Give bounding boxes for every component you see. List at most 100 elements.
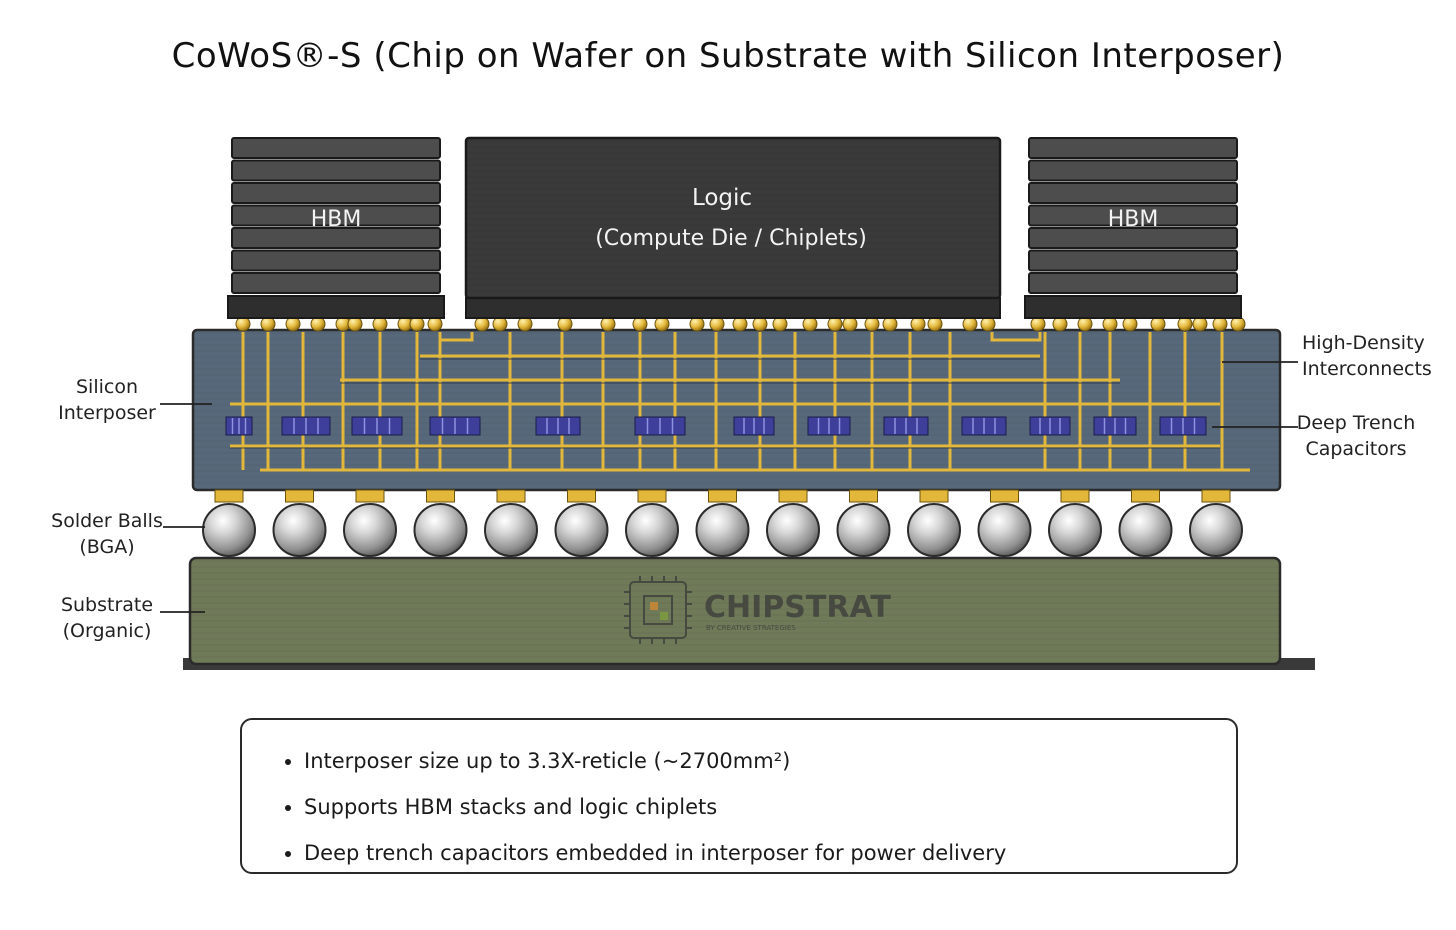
hbm-layer <box>231 159 441 182</box>
deep-trench-capacitors <box>225 416 1207 436</box>
bga-pad <box>708 489 737 503</box>
micro-bump <box>1052 316 1068 332</box>
micro-bump <box>285 316 301 332</box>
micro-bump <box>1150 316 1166 332</box>
high-density-interconnect-traces <box>230 332 1250 472</box>
micro-bump <box>1077 316 1093 332</box>
label-substrate: Substrate (Organic) <box>50 592 164 644</box>
hbm-layer <box>231 227 441 249</box>
micro-bump <box>1102 316 1118 332</box>
label-deep-trench-line2: Capacitors <box>1305 438 1407 460</box>
bga-pad <box>567 489 596 503</box>
bga-pad <box>496 489 526 503</box>
micro-bump <box>962 316 978 332</box>
label-silicon-interposer-line1: Silicon <box>75 376 138 398</box>
micro-bump <box>517 316 533 332</box>
solder-ball-array <box>202 503 1243 557</box>
micro-bump <box>752 316 768 332</box>
solder-ball <box>907 503 961 557</box>
chipstrat-watermark: CHIPSTRAT BY CREATIVE STRATEGIES <box>624 576 891 644</box>
micro-bump <box>260 316 276 332</box>
micro-bump <box>1177 316 1193 332</box>
label-solder-balls: Solder Balls (BGA) <box>40 508 174 560</box>
bga-pad <box>990 489 1019 503</box>
solder-ball <box>343 503 397 557</box>
micro-bump <box>310 316 326 332</box>
bga-pad <box>1201 489 1231 503</box>
micro-bump <box>474 316 490 332</box>
micro-bump <box>492 316 508 332</box>
micro-bump <box>927 316 943 332</box>
label-deep-trench-line1: Deep Trench <box>1296 412 1416 434</box>
hbm-layer <box>231 182 441 204</box>
watermark-tagline: BY CREATIVE STRATEGIES <box>706 624 796 632</box>
micro-bump <box>980 316 996 332</box>
label-silicon-interposer-line2: Interposer <box>58 402 156 424</box>
solder-ball <box>413 503 468 557</box>
micro-bump <box>864 316 880 332</box>
solder-ball <box>766 503 820 557</box>
micro-bump <box>732 316 748 332</box>
micro-bump <box>802 316 818 332</box>
bga-pad <box>214 489 244 503</box>
label-substrate-line2: (Organic) <box>62 620 152 642</box>
hbm-layer <box>1028 227 1238 249</box>
bga-pad <box>355 489 385 503</box>
hbm-layer <box>231 272 441 294</box>
solder-ball <box>202 503 256 557</box>
micro-bump <box>557 316 573 332</box>
hbm-layer <box>231 204 441 227</box>
micro-bump <box>1122 316 1138 332</box>
note-item: Deep trench capacitors embedded in inter… <box>304 830 1206 876</box>
micro-bump <box>600 316 616 332</box>
label-high-density-interconnects: High-Density Interconnects <box>1302 330 1432 382</box>
micro-bump <box>910 316 926 332</box>
label-high-density-line2: Interconnects <box>1302 358 1432 380</box>
micro-bump <box>827 316 843 332</box>
micro-bump <box>427 316 443 332</box>
bga-pads <box>214 489 1231 503</box>
micro-bump <box>372 316 388 332</box>
hbm-layer <box>1028 159 1238 182</box>
micro-bump <box>1192 316 1208 332</box>
logic-die-sublabel: (Compute Die / Chiplets) <box>595 226 867 251</box>
micro-bump <box>1030 316 1046 332</box>
hbm-layer <box>1028 137 1238 159</box>
label-substrate-line1: Substrate <box>60 594 154 616</box>
micro-bump <box>772 316 788 332</box>
bga-pad <box>778 489 808 503</box>
watermark-brand: CHIPSTRAT <box>704 590 891 625</box>
chip-logo-icon <box>624 576 692 644</box>
hbm-stack-left: HBM <box>227 137 445 319</box>
solder-ball <box>977 503 1032 557</box>
hbm-layer <box>231 137 441 159</box>
solder-ball <box>1118 503 1173 557</box>
micro-bump <box>632 316 648 332</box>
hbm-layer <box>1028 272 1238 294</box>
notes-box: Interposer size up to 3.3X-reticle (~270… <box>240 718 1238 874</box>
micro-bump <box>842 316 858 332</box>
bga-pad <box>637 489 667 503</box>
bga-pad <box>849 489 878 503</box>
hbm-base-die <box>1024 295 1242 319</box>
hbm-stack-right: HBM <box>1024 137 1242 319</box>
bga-pad <box>1131 489 1160 503</box>
note-item: Supports HBM stacks and logic chiplets <box>304 784 1206 830</box>
micro-bump <box>689 316 705 332</box>
solder-ball <box>554 503 609 557</box>
label-deep-trench-capacitors: Deep Trench Capacitors <box>1296 410 1416 462</box>
micro-bump <box>409 316 425 332</box>
logic-die: Logic (Compute Die / Chiplets) <box>464 136 1002 319</box>
solder-ball <box>272 503 327 557</box>
silicon-interposer <box>191 328 1282 492</box>
solder-ball <box>695 503 750 557</box>
micro-bump <box>347 316 363 332</box>
hbm-layer <box>1028 182 1238 204</box>
micro-bump <box>654 316 670 332</box>
note-item: Interposer size up to 3.3X-reticle (~270… <box>304 738 1206 784</box>
diagram-title: CoWoS®-S (Chip on Wafer on Substrate wit… <box>171 36 1285 76</box>
hbm-label: HBM <box>1108 207 1159 232</box>
solder-ball <box>1189 503 1243 557</box>
